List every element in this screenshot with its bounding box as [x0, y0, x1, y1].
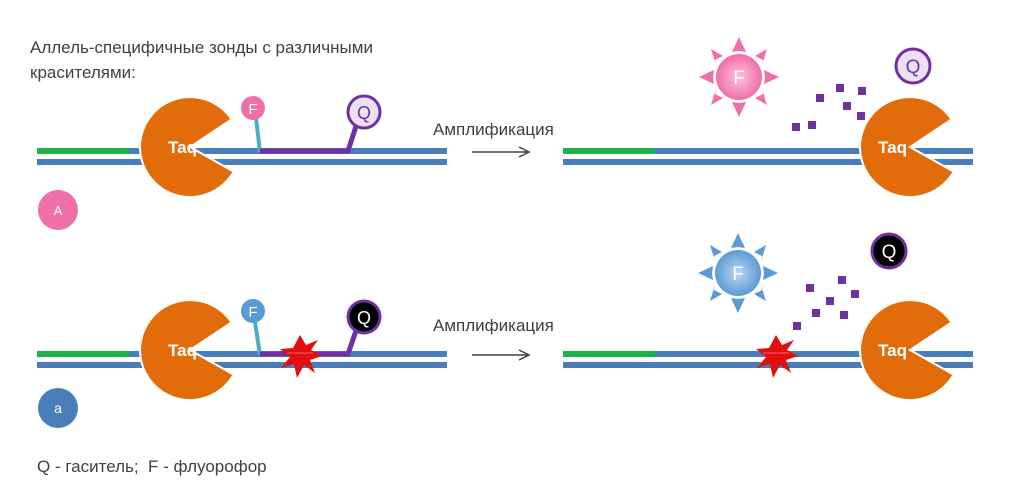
taq-label: Taq	[168, 138, 197, 157]
svg-text:F: F	[248, 101, 257, 118]
dna-strand-upper	[37, 351, 447, 357]
amplification-label-top: Амплификация	[433, 120, 554, 139]
allele-marker-lower: a	[38, 388, 78, 428]
taq-polymerase-icon: Taq	[139, 299, 235, 402]
mismatch-icon	[756, 335, 798, 378]
probe-strand	[260, 119, 361, 154]
diagram-title-line-2: красителями:	[30, 63, 136, 82]
dna-strand-lower	[563, 159, 973, 165]
released-fluorophore-icon: F	[699, 37, 779, 117]
svg-text:Q: Q	[906, 57, 921, 78]
fluorophore-linker	[253, 321, 262, 356]
released-quencher-icon: Q	[870, 232, 908, 270]
probe-fragments	[792, 84, 866, 131]
row-a-after: F Q Taq	[563, 37, 973, 199]
diagram-title-line-1: Аллель-специфичные зонды с различными	[30, 38, 373, 57]
row-a-lower-after: F Q Taq	[563, 232, 973, 402]
mismatch-icon	[280, 335, 322, 378]
quencher-icon: Q	[346, 299, 382, 335]
taq-polymerase-icon: Taq	[859, 299, 955, 402]
released-fluorophore-icon: F	[698, 233, 778, 313]
amplification-arrow-bottom: Амплификация	[433, 316, 554, 361]
dna-strand-lower	[37, 159, 447, 165]
legend-text: Q - гаситель; F - флуорофор	[37, 457, 267, 476]
dna-strand-upper	[563, 148, 973, 154]
amplification-arrow-top: Амплификация	[433, 120, 554, 158]
allele-marker-upper: A	[38, 190, 78, 230]
amplification-label-bottom: Амплификация	[433, 316, 554, 335]
quencher-icon: Q	[346, 94, 382, 130]
svg-text:F: F	[733, 68, 745, 89]
taq-polymerase-icon: Taq	[859, 96, 955, 199]
primer-strand	[37, 351, 129, 357]
taq-label: Taq	[878, 341, 907, 360]
svg-text:Q: Q	[357, 103, 371, 123]
dna-strand-lower	[563, 362, 973, 368]
taq-label: Taq	[168, 341, 197, 360]
svg-text:Q: Q	[357, 308, 371, 328]
primer-strand	[37, 148, 129, 154]
probe-fragments	[793, 276, 859, 330]
svg-text:A: A	[54, 203, 63, 218]
svg-text:Q: Q	[882, 242, 897, 263]
fluorophore-linker	[254, 117, 262, 153]
svg-text:F: F	[248, 304, 257, 321]
fluorophore-icon: F	[241, 299, 265, 323]
svg-text:a: a	[54, 400, 62, 416]
dna-strand-upper	[37, 148, 447, 154]
fluorophore-icon: F	[241, 96, 265, 120]
released-quencher-icon: Q	[894, 47, 932, 85]
row-a-lower-before: F Q Taq a	[37, 299, 447, 428]
taq-polymerase-icon: Taq	[139, 96, 235, 199]
row-a-before: F Q Taq A	[37, 94, 447, 230]
dna-strand-lower	[37, 362, 447, 368]
primer-strand	[563, 351, 655, 357]
primer-strand	[563, 148, 655, 154]
taq-label: Taq	[878, 138, 907, 157]
svg-text:F: F	[732, 264, 744, 285]
